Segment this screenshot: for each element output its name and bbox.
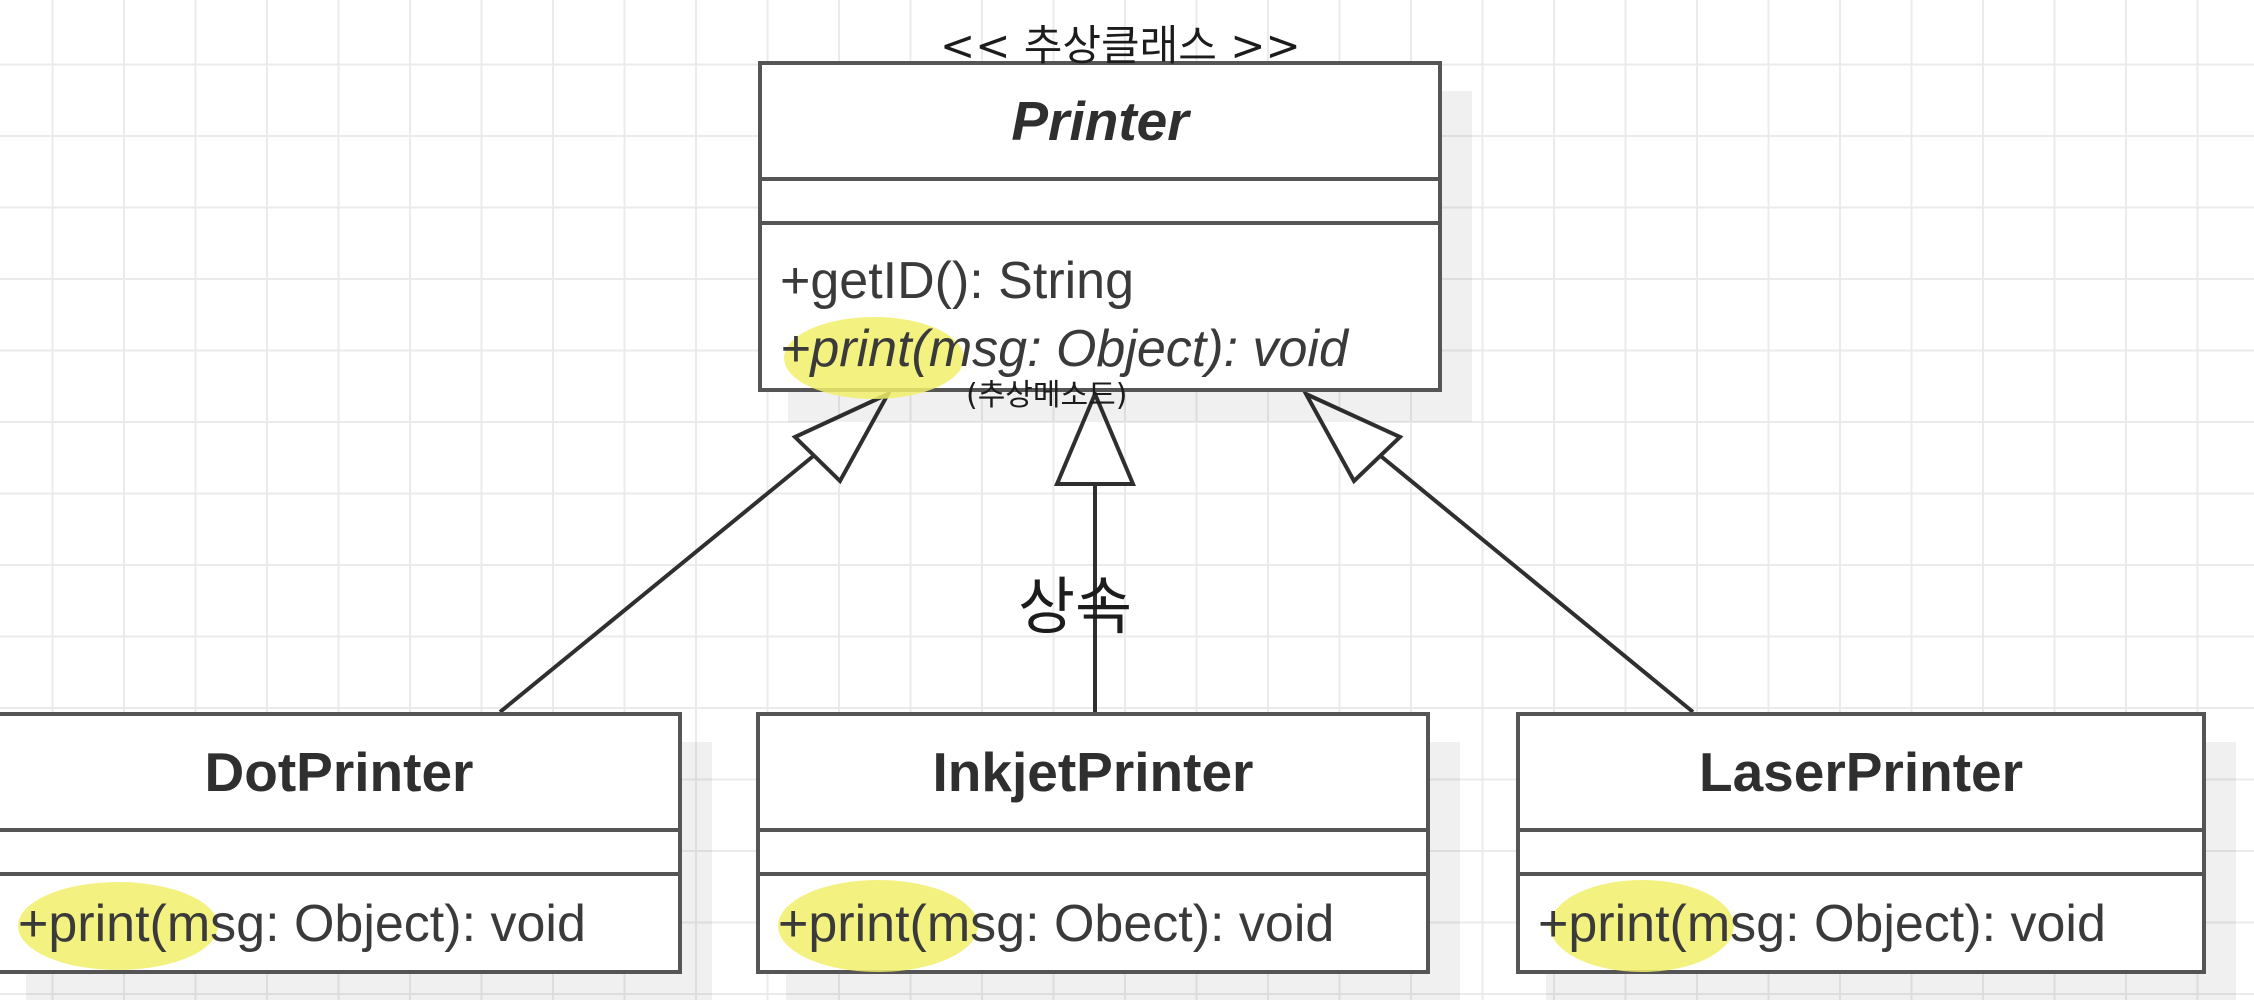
attributes-printer bbox=[762, 181, 1438, 225]
attributes-laser-printer bbox=[1520, 832, 2202, 876]
attributes-dot-printer bbox=[0, 832, 678, 876]
class-printer[interactable]: Printer +getID(): String +print(msg: Obj… bbox=[758, 61, 1442, 399]
abstract-method-annotation: (추상메소드) bbox=[966, 378, 1128, 413]
class-name-dot-printer: DotPrinter bbox=[0, 716, 678, 832]
highlight-mark bbox=[1550, 880, 1734, 972]
class-dot-printer[interactable]: DotPrinter +print(msg: Object): void bbox=[0, 712, 682, 974]
operations-dot-printer: +print(msg: Object): void bbox=[0, 876, 678, 970]
inheritance-line-dot bbox=[498, 451, 819, 714]
operation-print-abstract: +print(msg: Object): void bbox=[780, 315, 1438, 399]
inheritance-arrowhead-laser bbox=[1301, 389, 1404, 485]
operation-print-inkjet: +print(msg: Obect): void bbox=[778, 880, 1426, 972]
highlight-mark bbox=[778, 880, 978, 972]
class-name-inkjet-printer: InkjetPrinter bbox=[760, 716, 1426, 832]
class-name-printer: Printer bbox=[762, 65, 1438, 181]
highlight-mark bbox=[18, 882, 218, 970]
operations-inkjet-printer: +print(msg: Obect): void bbox=[760, 876, 1426, 972]
inheritance-line-laser bbox=[1375, 451, 1695, 714]
operation-print-laser: +print(msg: Object): void bbox=[1538, 880, 2202, 972]
stereotype-annotation: << 추상클래스 >> bbox=[940, 21, 1301, 70]
highlight-mark bbox=[784, 317, 964, 399]
operations-printer: +getID(): String +print(msg: Object): vo… bbox=[762, 225, 1438, 399]
class-laser-printer[interactable]: LaserPrinter +print(msg: Object): void bbox=[1516, 712, 2206, 974]
operation-print-dot: +print(msg: Object): void bbox=[18, 882, 678, 970]
operations-laser-printer: +print(msg: Object): void bbox=[1520, 876, 2202, 972]
operation-getid: +getID(): String bbox=[780, 252, 1135, 310]
inheritance-arrowhead-dot bbox=[791, 389, 893, 485]
inheritance-annotation: 상속 bbox=[1018, 570, 1133, 643]
class-name-laser-printer: LaserPrinter bbox=[1520, 716, 2202, 832]
inheritance-arrowhead-inkjet bbox=[1053, 388, 1137, 486]
class-inkjet-printer[interactable]: InkjetPrinter +print(msg: Obect): void bbox=[756, 712, 1430, 974]
attributes-inkjet-printer bbox=[760, 832, 1426, 876]
